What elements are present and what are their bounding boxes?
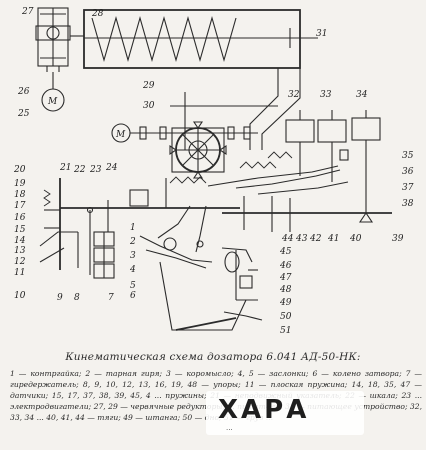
label-33: 33 bbox=[320, 90, 332, 100]
label-5: 5 bbox=[130, 281, 136, 291]
label-49: 49 bbox=[279, 298, 292, 308]
motor-26: M bbox=[41, 72, 65, 112]
label-20: 20 bbox=[13, 165, 26, 175]
label-30: 30 bbox=[143, 101, 155, 111]
label-37: 37 bbox=[402, 183, 414, 193]
label-4: 4 bbox=[129, 265, 136, 275]
part-number-labels: 27 28 31 26 29 30 25 32 33 34 35 36 37 3… bbox=[13, 7, 414, 336]
gates-4-5 bbox=[139, 205, 213, 269]
label-39: 39 bbox=[392, 234, 404, 244]
sensor-46-47 bbox=[221, 247, 258, 289]
label-51: 51 bbox=[280, 326, 291, 336]
watermark-logo: ХАРА ... bbox=[206, 391, 364, 435]
reducer-27-unit bbox=[35, 7, 71, 72]
label-7: 7 bbox=[108, 293, 114, 303]
label-32: 32 bbox=[288, 90, 300, 100]
label-15: 15 bbox=[14, 225, 26, 235]
label-36: 36 bbox=[402, 167, 414, 177]
label-47: 47 bbox=[279, 273, 292, 283]
weighing-bucket-50 bbox=[159, 250, 263, 331]
label-43: 43 bbox=[295, 234, 308, 244]
svg-text:M: M bbox=[47, 97, 58, 107]
screw-conveyor-28 bbox=[83, 9, 318, 69]
label-14: 14 bbox=[14, 236, 26, 246]
label-13: 13 bbox=[14, 246, 26, 256]
label-3: 3 bbox=[130, 251, 136, 261]
label-21: 21 bbox=[59, 163, 71, 173]
watermark-text: ХАРА bbox=[218, 395, 310, 425]
label-6: 6 bbox=[130, 291, 136, 301]
label-42: 42 bbox=[309, 234, 322, 244]
label-28: 28 bbox=[91, 9, 104, 19]
label-45: 45 bbox=[279, 247, 292, 257]
label-41: 41 bbox=[327, 234, 339, 244]
label-19: 19 bbox=[14, 179, 26, 189]
label-24: 24 bbox=[105, 163, 118, 173]
rotary-feeder-30 bbox=[169, 121, 227, 179]
label-16: 16 bbox=[14, 213, 26, 223]
dosing-machine-kinematic-diagram: M M bbox=[13, 7, 414, 336]
motor-25: M bbox=[111, 123, 258, 143]
figure-caption: Кинематическая схема дозатора 6.041 АД-5… bbox=[65, 351, 361, 363]
watermark-subtext: ... bbox=[226, 424, 233, 432]
label-34: 34 bbox=[356, 90, 368, 100]
label-18: 18 bbox=[14, 190, 26, 200]
label-17: 17 bbox=[14, 201, 26, 211]
label-38: 38 bbox=[402, 199, 414, 209]
linkage-levers bbox=[207, 151, 392, 232]
svg-text:M: M bbox=[115, 130, 126, 140]
label-8: 8 bbox=[74, 293, 80, 303]
left-stops-and-supports bbox=[39, 178, 94, 275]
label-23: 23 bbox=[89, 165, 102, 175]
label-31: 31 bbox=[316, 29, 327, 39]
label-25: 25 bbox=[17, 109, 30, 119]
bins-32-33-34 bbox=[285, 110, 381, 190]
label-22: 22 bbox=[73, 165, 86, 175]
label-9: 9 bbox=[57, 293, 63, 303]
label-40: 40 bbox=[349, 234, 362, 244]
label-48: 48 bbox=[279, 285, 292, 295]
label-27: 27 bbox=[21, 7, 34, 17]
hopper bbox=[170, 68, 301, 150]
label-44: 44 bbox=[281, 234, 294, 244]
label-12: 12 bbox=[14, 257, 26, 267]
weight-holder-7 bbox=[93, 216, 115, 279]
label-50: 50 bbox=[280, 312, 292, 322]
label-11: 11 bbox=[14, 268, 25, 278]
label-29: 29 bbox=[142, 81, 155, 91]
label-26: 26 bbox=[17, 87, 30, 97]
label-2: 2 bbox=[129, 237, 136, 247]
label-35: 35 bbox=[402, 151, 414, 161]
label-1: 1 bbox=[130, 223, 136, 233]
label-46: 46 bbox=[279, 261, 292, 271]
label-10: 10 bbox=[14, 291, 26, 301]
